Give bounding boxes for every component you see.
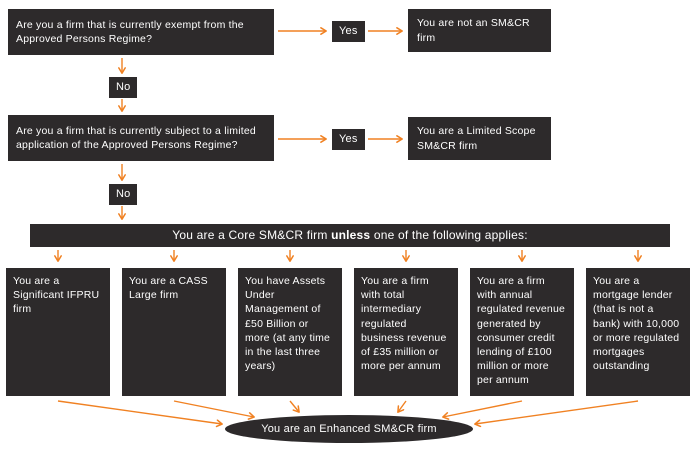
- no-badge-2: No: [109, 184, 138, 205]
- outcome-limited-scope-text: You are a Limited Scope SM&CR firm: [417, 125, 536, 152]
- core-firm-banner-text: You are a Core SM&CR firm unless one of …: [172, 227, 527, 243]
- outcome-enhanced-firm: You are an Enhanced SM&CR firm: [225, 415, 473, 443]
- question-exempt-apr-text: Are you a firm that is currently exempt …: [16, 18, 244, 45]
- banner-unless: unless: [331, 228, 371, 243]
- yes-badge-2: Yes: [332, 129, 365, 150]
- criterion-cass-large: You are a CASS Large firm: [122, 268, 226, 396]
- banner-suffix: one of the following applies:: [370, 228, 528, 243]
- criterion-aum-50bn: You have Assets Under Management of £50 …: [238, 268, 342, 396]
- criterion-intermediary-revenue: You are a firm with total intermediary r…: [354, 268, 458, 396]
- outcome-limited-scope: You are a Limited Scope SM&CR firm: [408, 117, 551, 160]
- question-exempt-apr: Are you a firm that is currently exempt …: [8, 9, 274, 55]
- yes-badge-1: Yes: [332, 21, 365, 42]
- core-firm-banner: You are a Core SM&CR firm unless one of …: [30, 224, 670, 247]
- banner-prefix: You are a Core SM&CR firm: [172, 228, 332, 243]
- no-badge-1: No: [109, 77, 138, 98]
- criterion-mortgage-lender: You are a mortgage lender (that is not a…: [586, 268, 690, 396]
- outcome-not-smcr-text: You are not an SM&CR firm: [417, 17, 530, 44]
- question-limited-apr: Are you a firm that is currently subject…: [8, 115, 274, 161]
- arrows-banner-to-criteria: [54, 250, 642, 262]
- criterion-consumer-credit: You are a firm with annual regulated rev…: [470, 268, 574, 396]
- question-limited-apr-text: Are you a firm that is currently subject…: [16, 124, 256, 151]
- outcome-enhanced-firm-text: You are an Enhanced SM&CR firm: [261, 423, 437, 435]
- criterion-significant-ifpru: You are a Significant IFPRU firm: [6, 268, 110, 396]
- outcome-not-smcr: You are not an SM&CR firm: [408, 9, 551, 52]
